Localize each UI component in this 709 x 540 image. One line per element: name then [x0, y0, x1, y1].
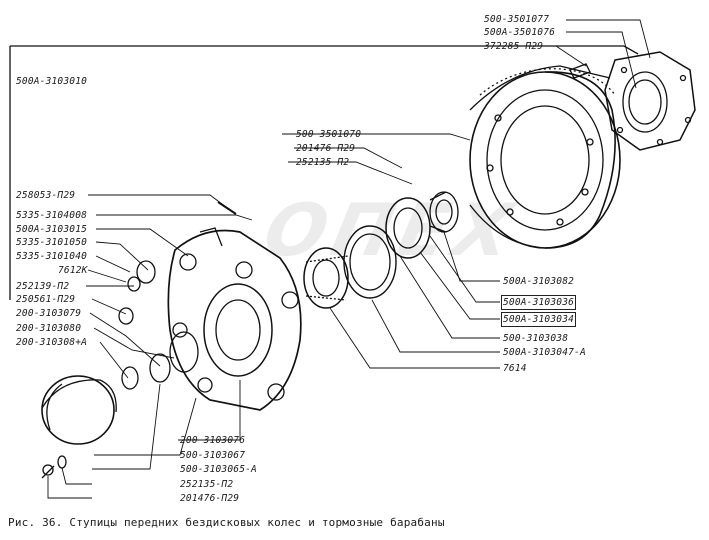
label-7612k: 7612К: [58, 265, 88, 276]
label-200-3103081-a: 200-310308+А: [16, 337, 88, 348]
label-201476-p29-bottom: 201476-П29: [180, 493, 240, 504]
label-250561-p29: 250561-П29: [16, 294, 76, 305]
label-500a-3501076: 500А-3501076: [484, 27, 556, 38]
dust-cover-plate: [569, 51, 696, 151]
label-252135-p2-top: 252135-П2: [296, 157, 350, 168]
label-500a-3103036: 500А-3103036: [500, 295, 577, 310]
label-5335-3104008: 5335-3104008: [16, 210, 88, 221]
label-500a-3103047-a: 500А-3103047-А: [503, 347, 586, 358]
label-200-3103079: 200-3103079: [16, 308, 82, 319]
label-7614: 7614: [503, 363, 527, 374]
label-500a-3103034: 500А-3103034: [500, 312, 577, 327]
label-258053-p29: 258053-П29: [16, 190, 76, 201]
label-500-3501077: 500-3501077: [484, 14, 550, 25]
hub-cap: [41, 375, 117, 479]
washers-and-nuts: [118, 201, 237, 390]
wheel-hub: [167, 227, 302, 411]
label-500a-3103082: 500А-3103082: [503, 276, 575, 287]
inner-bearing: [303, 247, 349, 309]
label-252139-p2: 252139-П2: [16, 281, 70, 292]
label-5335-3101040: 5335-3101040: [16, 251, 88, 262]
label-500-3103067: 500-3103067: [180, 450, 246, 461]
figure-caption: Рис. 36. Ступицы передних бездисковых ко…: [8, 516, 445, 529]
label-200-3103076: 200-3103076: [180, 435, 246, 446]
label-372285-p29: 372285-П29: [484, 41, 544, 52]
seal-ring: [343, 225, 397, 299]
assembly-bracket: [9, 45, 639, 300]
label-500-3103038: 500-3103038: [503, 333, 569, 344]
outer-bearing-ring: [385, 191, 459, 259]
label-500a-3103010: 500А-3103010: [16, 76, 88, 87]
leader-lines: [47, 19, 651, 499]
label-252135-p2-bottom: 252135-П2: [180, 479, 234, 490]
label-5335-3101050: 5335-3101050: [16, 237, 88, 248]
label-201476-p29-top: 201476-П29: [296, 143, 356, 154]
label-200-3103080: 200-3103080: [16, 323, 82, 334]
label-500a-3103015: 500А-3103015: [16, 224, 88, 235]
label-500-3103065-a: 500-3103065-А: [180, 464, 257, 475]
label-500-3501070: 500-3501070: [296, 129, 362, 140]
brake-drum: [469, 65, 621, 249]
